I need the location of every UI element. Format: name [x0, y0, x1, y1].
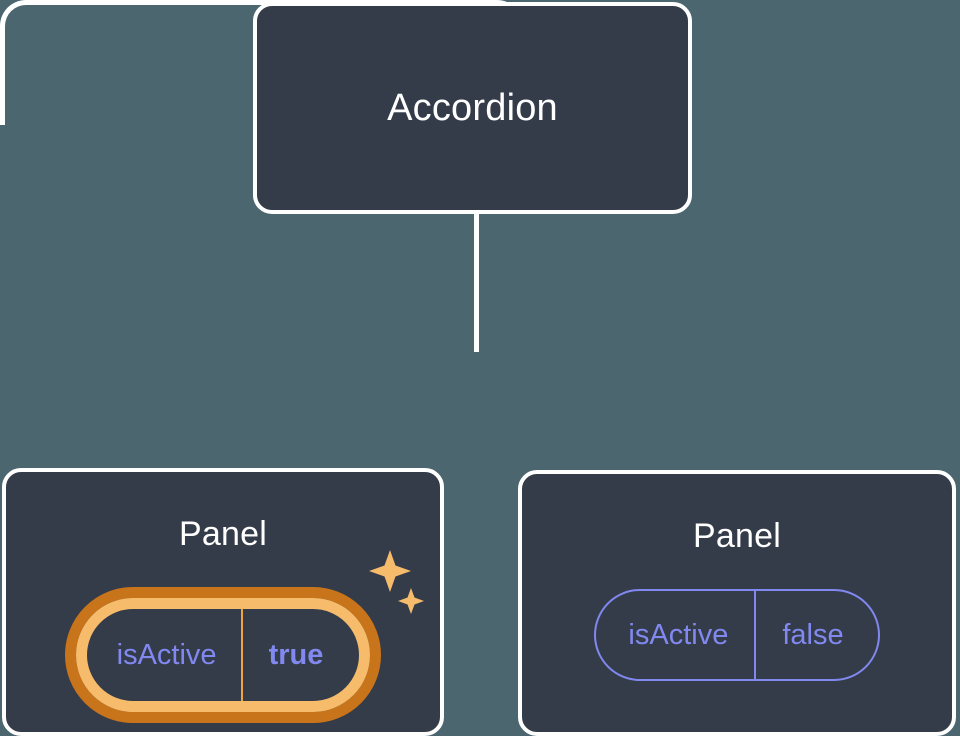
- prop-chip-inner: isActive true: [75, 598, 371, 712]
- prop-key-label: isActive: [596, 591, 757, 679]
- prop-chip-is-active-false[interactable]: isActive false: [594, 589, 880, 681]
- node-panel-active[interactable]: Panel isActive true: [2, 468, 444, 736]
- node-accordion-label: Accordion: [387, 87, 558, 129]
- node-panel-inactive[interactable]: Panel isActive false: [518, 470, 956, 736]
- node-panel-inactive-label: Panel: [693, 517, 781, 555]
- prop-key-label: isActive: [87, 609, 243, 701]
- panel-active-body: Panel isActive true: [6, 472, 440, 732]
- panel-inactive-body: Panel isActive false: [522, 474, 952, 732]
- prop-chip-active-wrap: isActive true: [64, 587, 382, 723]
- node-accordion[interactable]: Accordion: [253, 2, 692, 214]
- prop-value-label: false: [782, 618, 844, 651]
- node-panel-active-label: Panel: [179, 515, 267, 553]
- prop-chip-inactive-wrap: isActive false: [594, 589, 880, 681]
- connector-root-trunk: [474, 210, 479, 352]
- prop-chip-is-active-true[interactable]: isActive true: [64, 587, 382, 723]
- prop-value-label: true: [268, 638, 324, 671]
